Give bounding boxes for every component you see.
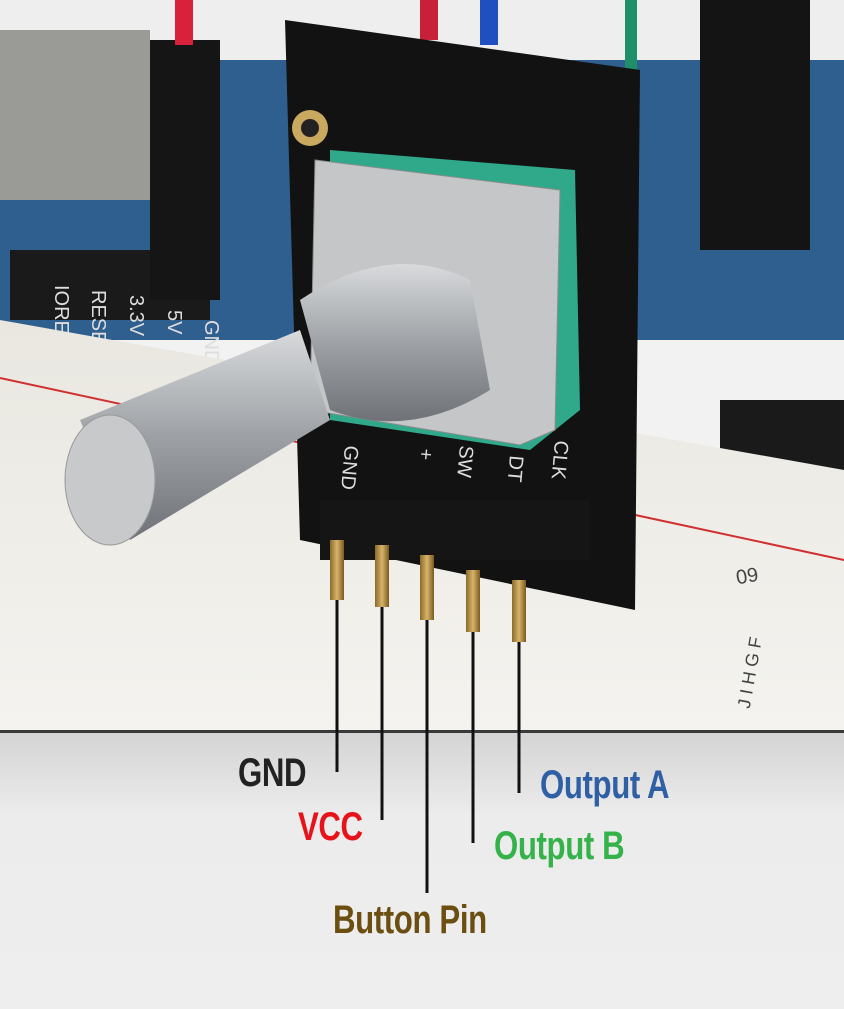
output-a-label: Output A [540,763,670,807]
svg-text:DT: DT [503,455,527,483]
svg-text:GND: GND [336,445,362,491]
output-b-label: Output B [494,824,625,868]
label-panel [0,730,844,1009]
encoder-shaft [300,264,490,422]
svg-text:GND: GND [200,320,222,364]
breadboard-number: 60 [734,562,760,588]
vcc-label: VCC [298,805,363,849]
gnd-label: GND [238,751,307,795]
rotary-encoder-photo: IOREF RESET 3.3V 5V GND 60 J I H G F GND… [0,0,844,730]
svg-text:+: + [414,448,437,462]
button-pin-label: Button Pin [333,898,487,942]
svg-text:CLK: CLK [547,440,572,481]
svg-text:5V: 5V [163,310,185,335]
svg-text:SW: SW [452,445,477,479]
header-pins [330,540,526,642]
pin-labels: GND + SW DT CLK [336,440,572,491]
svg-text:3.3V: 3.3V [125,295,147,337]
